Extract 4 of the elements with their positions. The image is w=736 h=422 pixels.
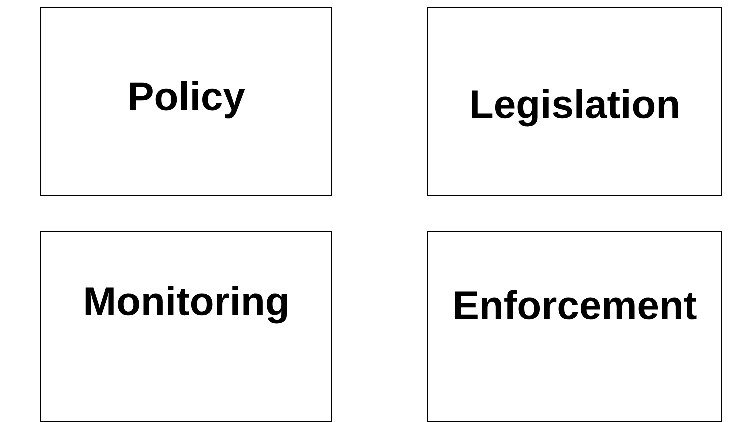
label-box: Legislation	[428, 8, 722, 196]
label-box: Enforcement	[428, 232, 722, 422]
label-box: Monitoring	[40, 232, 332, 422]
label-box: Policy	[40, 8, 332, 196]
